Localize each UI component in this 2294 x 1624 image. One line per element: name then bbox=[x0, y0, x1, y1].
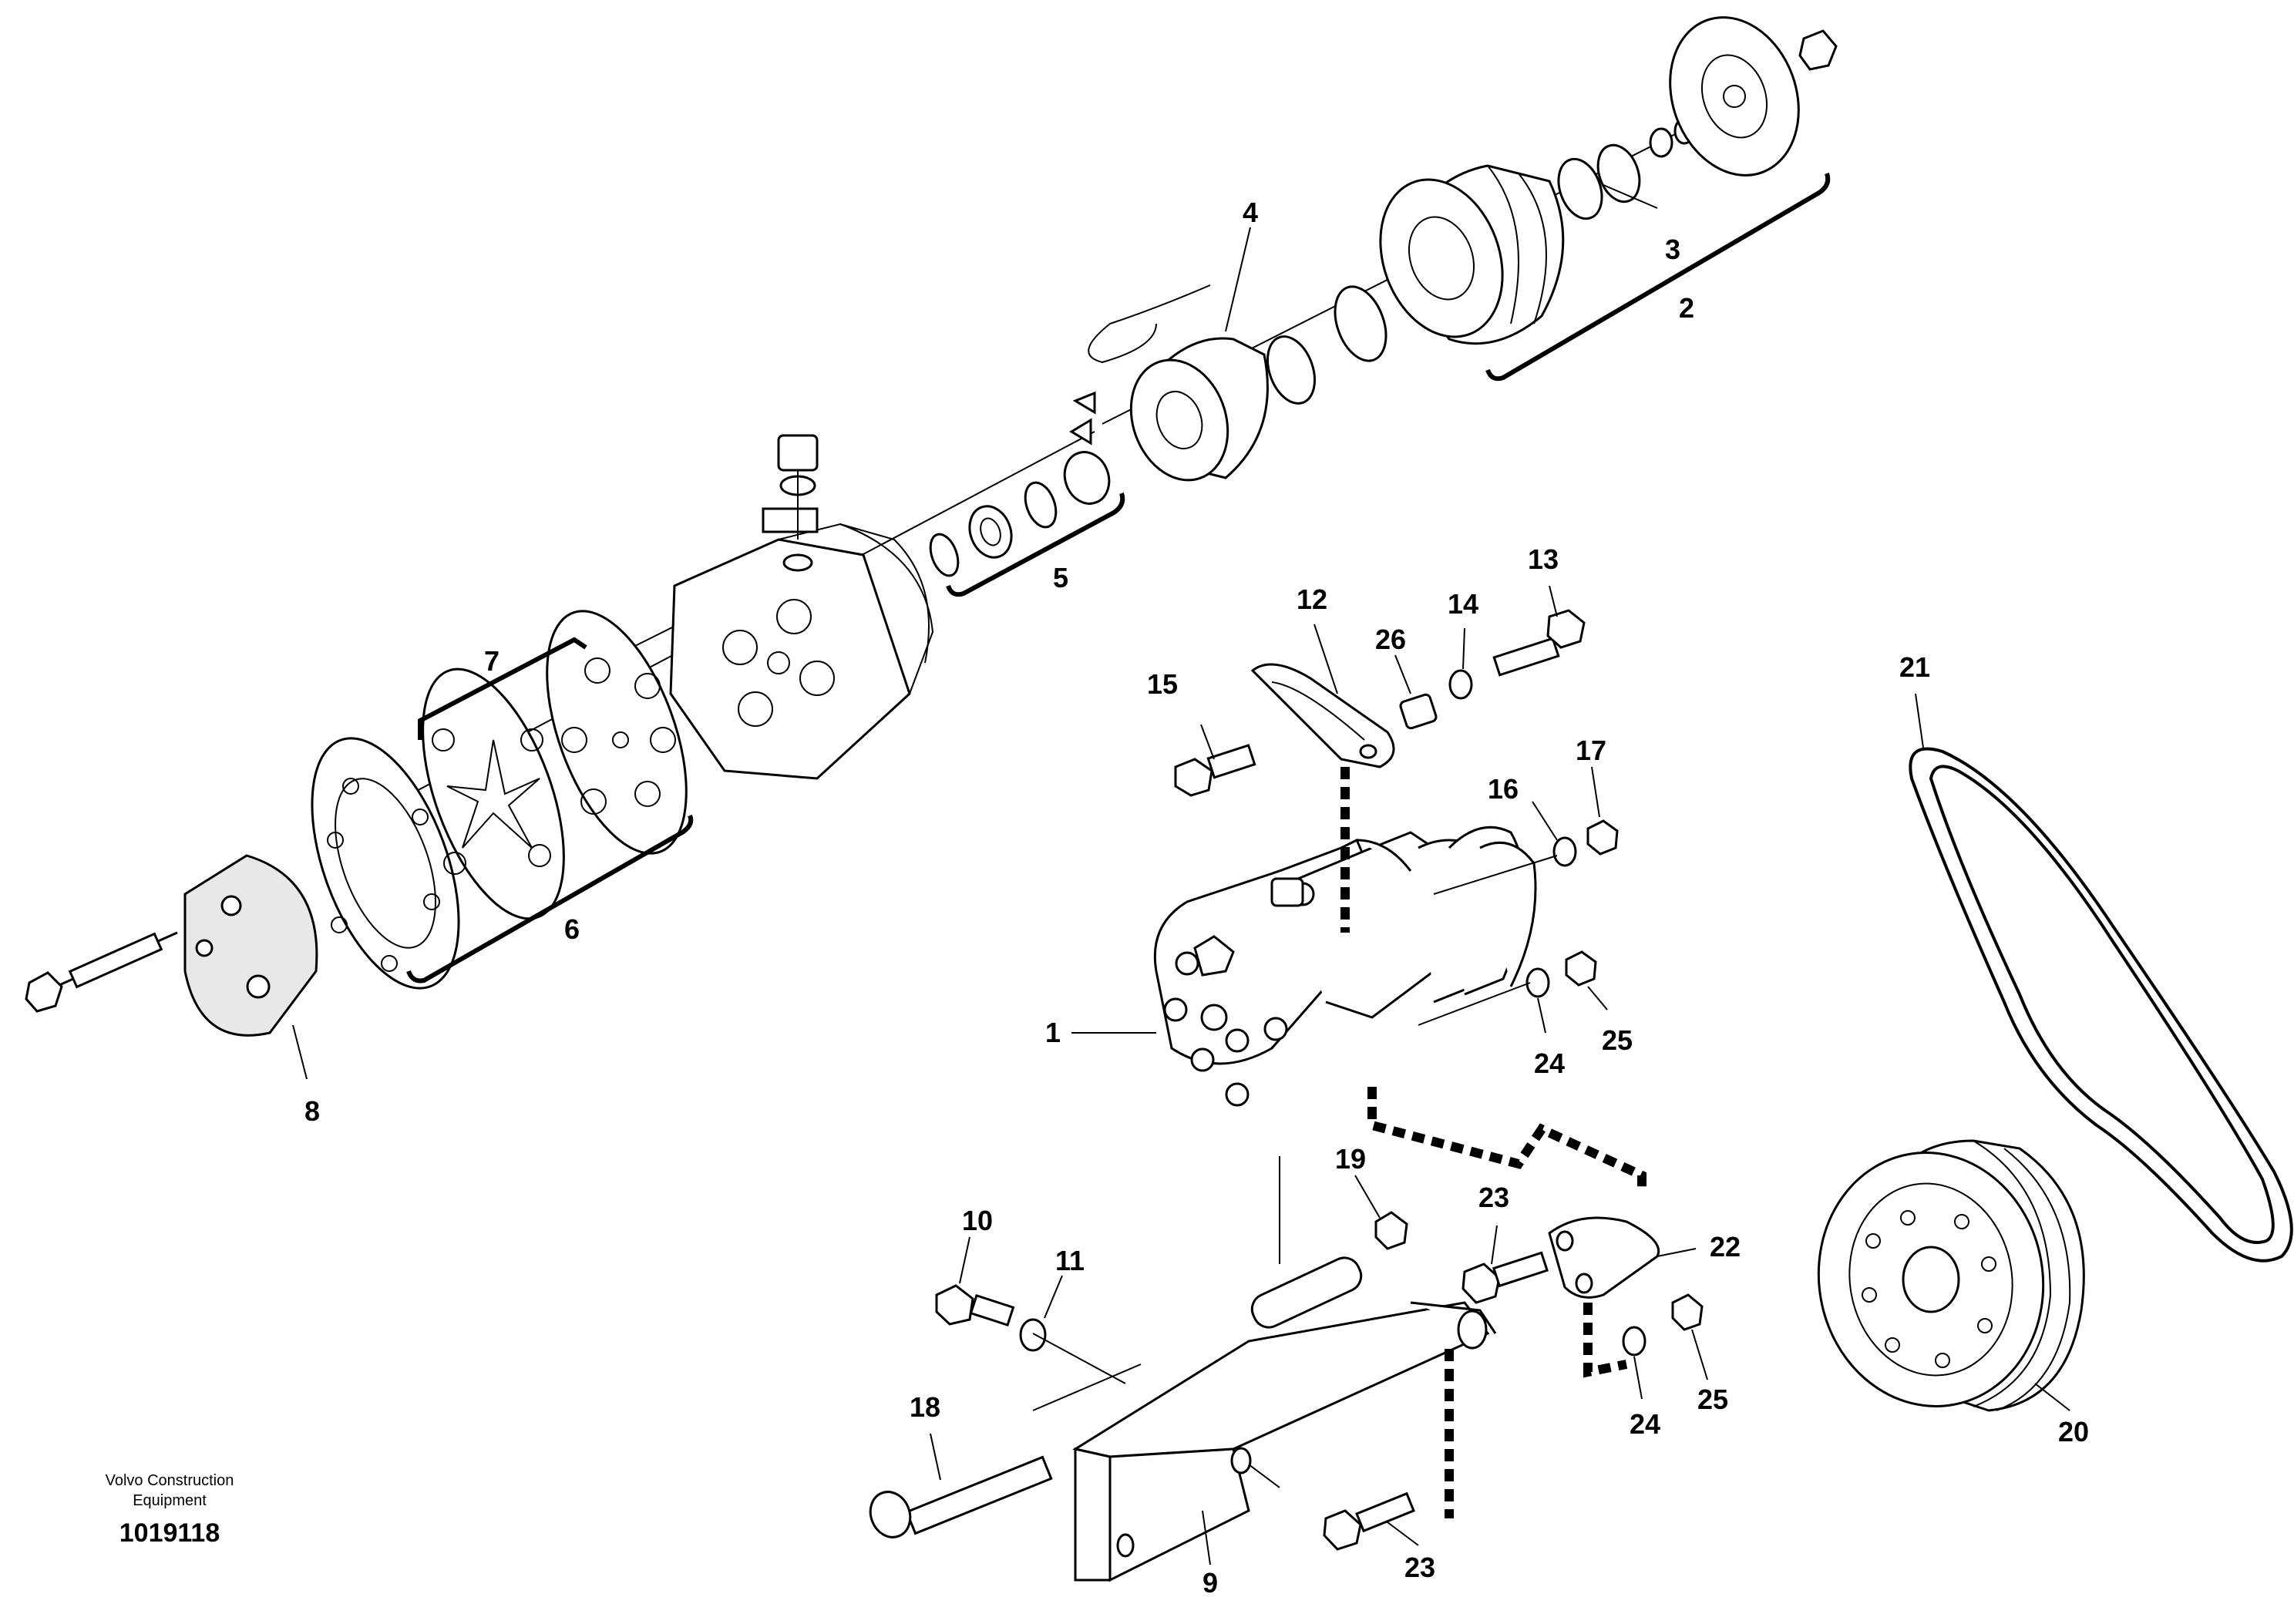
callout-1: 1 bbox=[1045, 1017, 1061, 1048]
callout-14: 14 bbox=[1448, 588, 1478, 620]
callout-24-upper: 24 bbox=[1534, 1047, 1565, 1079]
gasket-plate bbox=[311, 737, 460, 990]
part-25-nut-upper bbox=[1565, 950, 1597, 987]
callout-21: 21 bbox=[1899, 651, 1930, 683]
bracket-5 bbox=[946, 493, 1125, 597]
mount-line-nut bbox=[1583, 1303, 1628, 1378]
part-11-washer bbox=[1019, 1318, 1047, 1352]
part-1-compressor bbox=[1153, 825, 1537, 1107]
callout-7: 7 bbox=[484, 645, 500, 677]
part-10-bolt bbox=[935, 1284, 1015, 1327]
part-12-adjust-bracket bbox=[1250, 663, 1395, 768]
snap-rings bbox=[1266, 285, 1388, 405]
part-21-belt bbox=[1909, 747, 2293, 1263]
callout-8: 8 bbox=[304, 1095, 320, 1127]
callout-3: 3 bbox=[1665, 234, 1680, 265]
lower-assembly bbox=[869, 609, 1704, 1582]
callout-25-lower: 25 bbox=[1697, 1384, 1728, 1415]
mount-line-lower bbox=[1367, 1087, 1646, 1191]
callout-10: 10 bbox=[962, 1205, 993, 1236]
callout-9: 9 bbox=[1202, 1567, 1218, 1599]
callout-11: 11 bbox=[1055, 1245, 1085, 1276]
part-2-pulley bbox=[1379, 164, 1565, 345]
callout-23-upper: 23 bbox=[1478, 1182, 1509, 1213]
callout-2: 2 bbox=[1679, 292, 1694, 324]
bracket-6 bbox=[406, 814, 694, 983]
callout-24-lower: 24 bbox=[1630, 1408, 1660, 1440]
part-7-valve-plates bbox=[422, 610, 688, 920]
part-8-rear-cover bbox=[25, 854, 318, 1037]
upper-assembly bbox=[25, 16, 1838, 1037]
credit-line-2: Equipment bbox=[133, 1492, 207, 1509]
part-3-shims-and-hub bbox=[1557, 16, 1838, 220]
callout-20: 20 bbox=[2058, 1416, 2089, 1447]
part-24-washer-upper bbox=[1525, 967, 1550, 998]
publisher-credit: Volvo Construction Equipment 1019118 bbox=[69, 1471, 270, 1548]
callout-leaders bbox=[292, 184, 2070, 1565]
part-23-bolt-upper bbox=[1462, 1251, 1549, 1304]
part-16-washer bbox=[1552, 836, 1577, 867]
callout-15: 15 bbox=[1147, 668, 1178, 700]
part-24-washer-lower bbox=[1622, 1326, 1646, 1357]
callout-12: 12 bbox=[1297, 583, 1327, 615]
part-14-washer bbox=[1448, 669, 1473, 700]
callout-17: 17 bbox=[1576, 735, 1606, 766]
part-17-nut bbox=[1586, 819, 1619, 856]
bracket-2 bbox=[1485, 173, 1831, 382]
part-9-main-bracket bbox=[1072, 1256, 1497, 1582]
part-18-long-bolt bbox=[869, 1455, 1053, 1538]
bracket-7 bbox=[418, 637, 587, 740]
part-26-spacer bbox=[1399, 693, 1438, 730]
part-4-clutch-coil bbox=[1088, 284, 1269, 482]
callout-5: 5 bbox=[1053, 562, 1068, 593]
callout-22: 22 bbox=[1710, 1231, 1741, 1263]
part-25-nut-lower bbox=[1671, 1293, 1704, 1331]
compressor-body bbox=[669, 434, 934, 780]
callout-26: 26 bbox=[1375, 624, 1406, 655]
callout-labels: 1 2 3 4 5 6 7 8 9 10 11 12 13 14 15 16 1… bbox=[304, 197, 2089, 1599]
callout-6: 6 bbox=[564, 913, 580, 945]
callout-19: 19 bbox=[1335, 1143, 1366, 1175]
part-20-pulley bbox=[1817, 1139, 2085, 1412]
callout-16: 16 bbox=[1488, 773, 1519, 805]
callout-18: 18 bbox=[910, 1391, 940, 1423]
part-15-bolt bbox=[1174, 744, 1256, 797]
callout-13: 13 bbox=[1528, 543, 1559, 575]
credit-line-1: Volvo Construction bbox=[105, 1472, 234, 1489]
part-19-nut bbox=[1374, 1211, 1408, 1250]
part-13-bolt bbox=[1492, 609, 1586, 677]
part-22-bracket bbox=[1548, 1216, 1660, 1299]
callout-4: 4 bbox=[1243, 197, 1258, 228]
callout-25-upper: 25 bbox=[1602, 1024, 1633, 1056]
part-23-bolt-lower bbox=[1323, 1491, 1415, 1551]
part-5-seal-kit bbox=[929, 391, 1111, 577]
drawing-number: 1019118 bbox=[119, 1518, 220, 1548]
callout-23-lower: 23 bbox=[1404, 1552, 1435, 1583]
